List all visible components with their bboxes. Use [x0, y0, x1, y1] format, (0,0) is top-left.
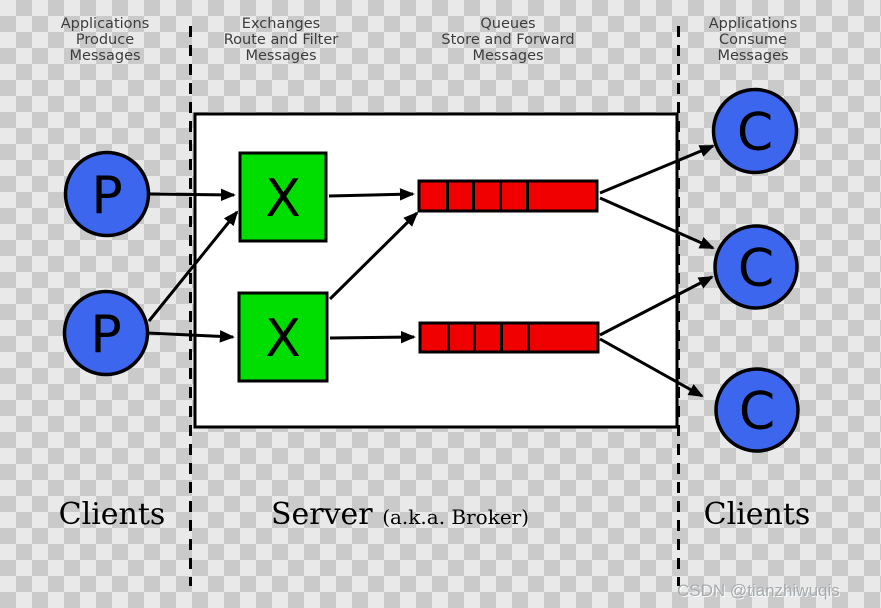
column-label-consumers: Applications Consume Messages [673, 16, 833, 64]
column-label-line: Queues [480, 16, 536, 32]
queue-1 [417, 179, 599, 213]
exchange-2-label: X [265, 309, 301, 369]
consumer-3-circle [714, 367, 800, 453]
arrow-producer2-to-exchange1 [147, 210, 239, 322]
column-label-line: Route and Filter [223, 32, 339, 48]
column-label-line: Messages [717, 48, 789, 64]
column-label-exchanges: Exchanges Route and Filter Messages [191, 16, 371, 64]
footer-label-clients-left: Clients [58, 497, 166, 532]
arrow-queue2-to-consumer2 [599, 275, 714, 337]
column-label-line: Messages [69, 48, 141, 64]
column-label-line: Exchanges [241, 16, 321, 32]
exchange-2-box [237, 291, 329, 383]
exchange-1-label: X [265, 169, 301, 229]
arrow-exchange2-to-queue2 [329, 330, 416, 344]
footer-label-clients-right: Clients [703, 497, 811, 532]
column-label-line: Consume [719, 32, 787, 48]
consumer-1-circle [711, 87, 799, 175]
column-label-producers: Applications Produce Messages [25, 16, 185, 64]
arrow-producer1-to-exchange1 [147, 188, 236, 202]
footer-label-server-title: Server [270, 497, 373, 532]
column-label-line: Store and Forward [441, 32, 575, 48]
consumer-2-circle [713, 224, 799, 310]
column-label-line: Messages [472, 48, 544, 64]
producer-2-label: P [90, 305, 121, 365]
column-label-line: Applications [60, 16, 150, 32]
message-flow-arrows [146, 144, 715, 398]
queue-2-segment-dividers [447, 323, 530, 352]
consumer-2-label: C [738, 239, 774, 299]
arrow-queue1-to-consumer1 [599, 144, 715, 195]
consumer-1-label: C [737, 103, 773, 163]
arrow-exchange1-to-queue1 [328, 188, 415, 201]
arrow-exchange2-to-queue1 [328, 211, 419, 301]
footer-label-server-note: (a.k.a. Broker) [382, 505, 530, 529]
footer-label-server: Server (a.k.a. Broker) [258, 498, 542, 534]
queue-1-segment-dividers [446, 181, 529, 211]
arrow-producer2-to-exchange2 [146, 330, 235, 343]
queue-2 [418, 321, 600, 354]
exchange-1-box [238, 151, 328, 243]
column-label-line: Applications [708, 16, 798, 32]
arrow-queue1-to-consumer2 [599, 196, 715, 250]
producer-1-label: P [91, 166, 122, 226]
column-label-queues: Queues Store and Forward Messages [418, 16, 598, 64]
column-label-line: Messages [245, 48, 317, 64]
column-label-line: Produce [75, 32, 135, 48]
csdn-watermark: CSDN @tianzhiwuqis [677, 581, 840, 600]
arrow-queue2-to-consumer3 [599, 337, 704, 398]
consumer-3-label: C [739, 382, 775, 442]
